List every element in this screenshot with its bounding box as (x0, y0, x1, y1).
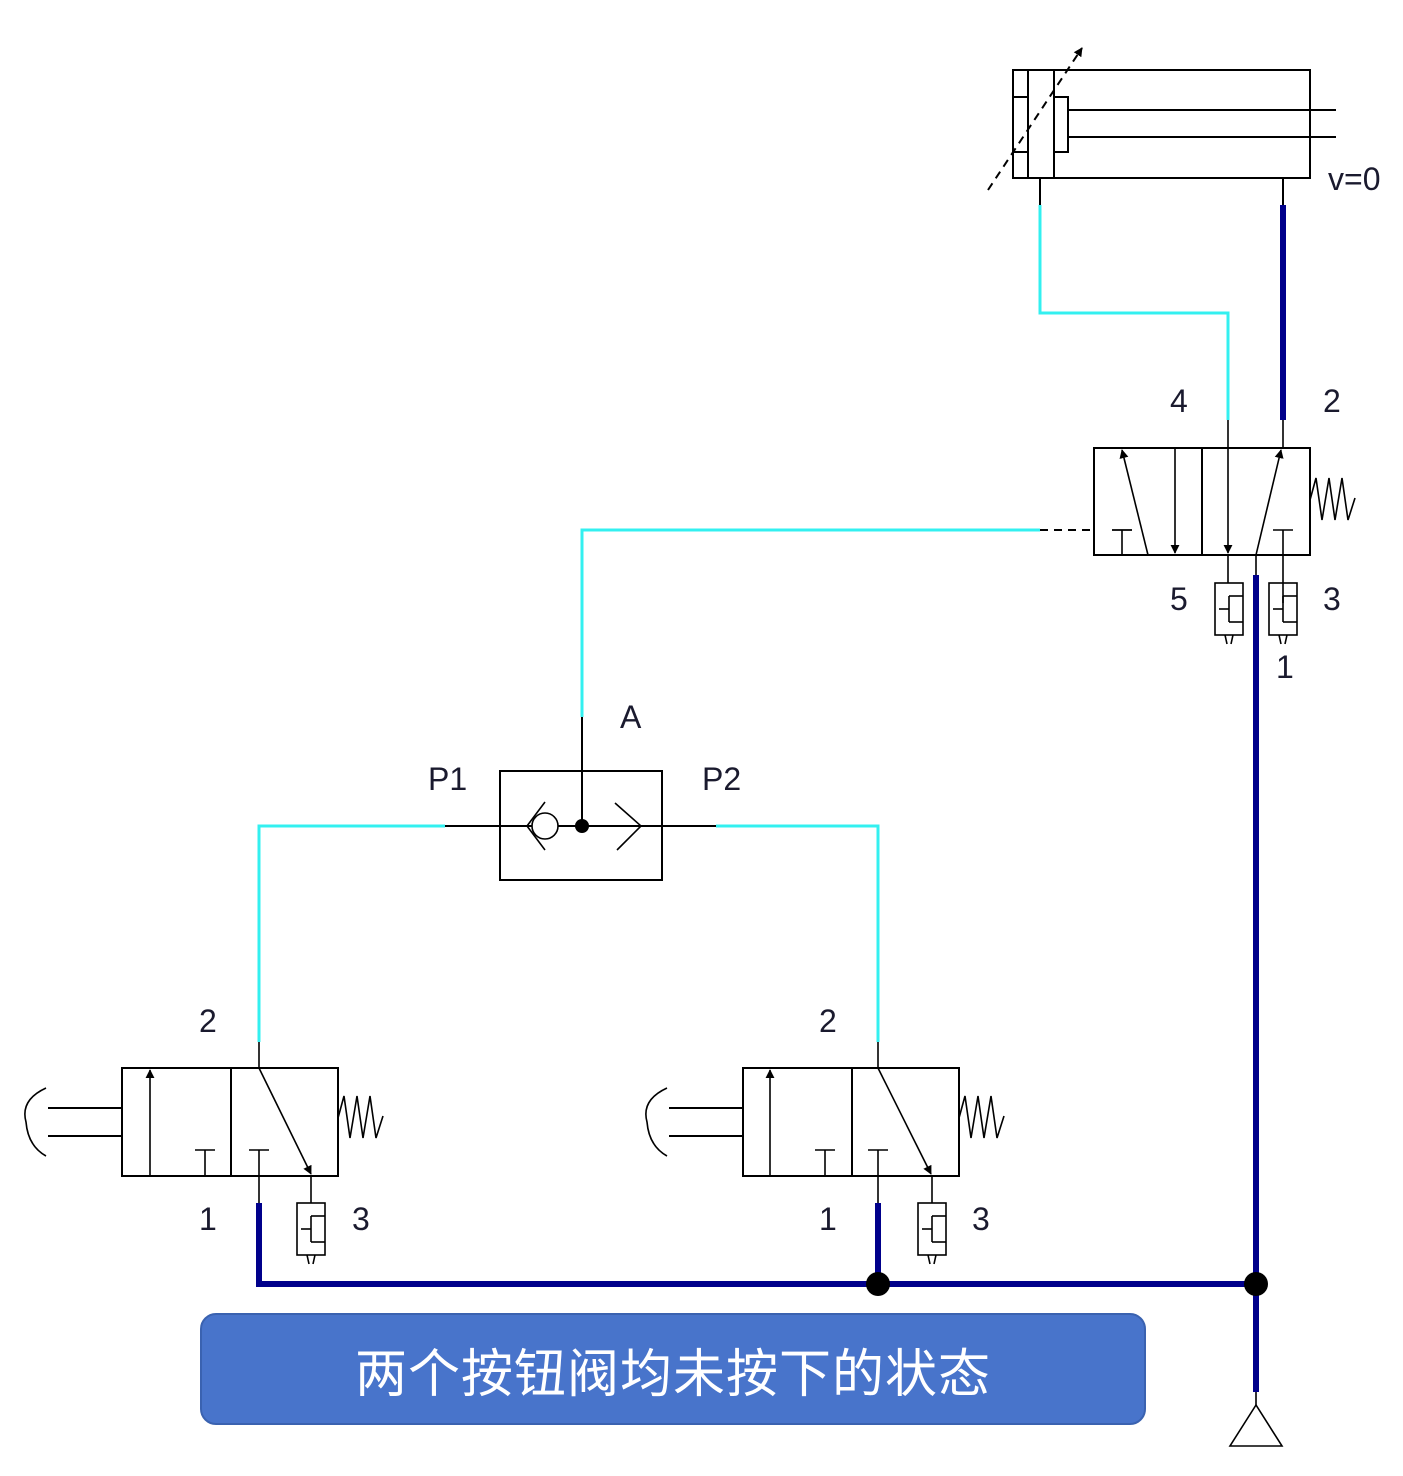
left-push-button-valve[interactable] (24, 1042, 384, 1265)
port-label-1: 1 (199, 1201, 217, 1237)
pipe-cylinder-to-port4 (1038, 205, 1230, 420)
silencer-icon (296, 1202, 326, 1265)
flow-arrow-icon (1119, 449, 1149, 556)
spring-icon (1309, 477, 1356, 521)
silencer-icon (1268, 582, 1298, 645)
double-acting-cylinder[interactable] (987, 47, 1336, 205)
pipe-right-valve-to-p2 (716, 824, 880, 1042)
right-push-button-valve[interactable] (645, 1042, 1005, 1265)
port-label-3: 3 (972, 1201, 990, 1237)
junction-dot (1244, 1272, 1268, 1296)
port-label-4: 4 (1170, 383, 1188, 419)
port-label-3: 3 (1323, 581, 1341, 617)
main-5-2-valve[interactable] (1040, 420, 1356, 645)
adjustable-cushion-arrow-icon (987, 47, 1083, 191)
port-label-P2: P2 (702, 761, 741, 797)
flow-arrow-icon (1255, 449, 1284, 556)
port-label-1: 1 (819, 1201, 837, 1237)
check-seat-right-icon (614, 802, 643, 851)
cylinder-speed-label: v=0 (1328, 161, 1380, 197)
pressure-source-icon (1228, 1392, 1284, 1447)
silencer-icon (1214, 582, 1244, 645)
spring-icon (337, 1095, 384, 1139)
junction-dot (575, 819, 589, 833)
pipe-left-valve-to-p1 (257, 824, 445, 1042)
silencer-icon (917, 1202, 947, 1265)
port-label-2: 2 (199, 1003, 217, 1039)
state-caption-banner: 两个按钮阀均未按下的状态 (200, 1313, 1146, 1425)
check-seat-icon (526, 801, 546, 851)
port-label-2: 2 (1323, 383, 1341, 419)
spring-icon (958, 1095, 1005, 1139)
pipe-shuttle-to-pilot (580, 528, 1040, 717)
piston-boss (1053, 96, 1069, 153)
push-button-icon[interactable] (24, 1087, 122, 1157)
port-label-2: 2 (819, 1003, 837, 1039)
port-label-A: A (620, 699, 642, 735)
flow-arrow-icon (258, 1067, 312, 1175)
shuttle-valve[interactable] (445, 717, 716, 881)
check-ball-icon (531, 812, 559, 840)
flow-arrow-icon (877, 1067, 932, 1175)
port-label-1: 1 (1276, 649, 1294, 685)
pipe-supply-main (256, 1203, 1256, 1287)
junction-dot (866, 1272, 890, 1296)
port-label-5: 5 (1170, 581, 1188, 617)
push-button-icon[interactable] (645, 1087, 743, 1157)
port-label-3: 3 (352, 1201, 370, 1237)
cylinder-barrel (1012, 69, 1311, 179)
port-label-P1: P1 (428, 761, 467, 797)
